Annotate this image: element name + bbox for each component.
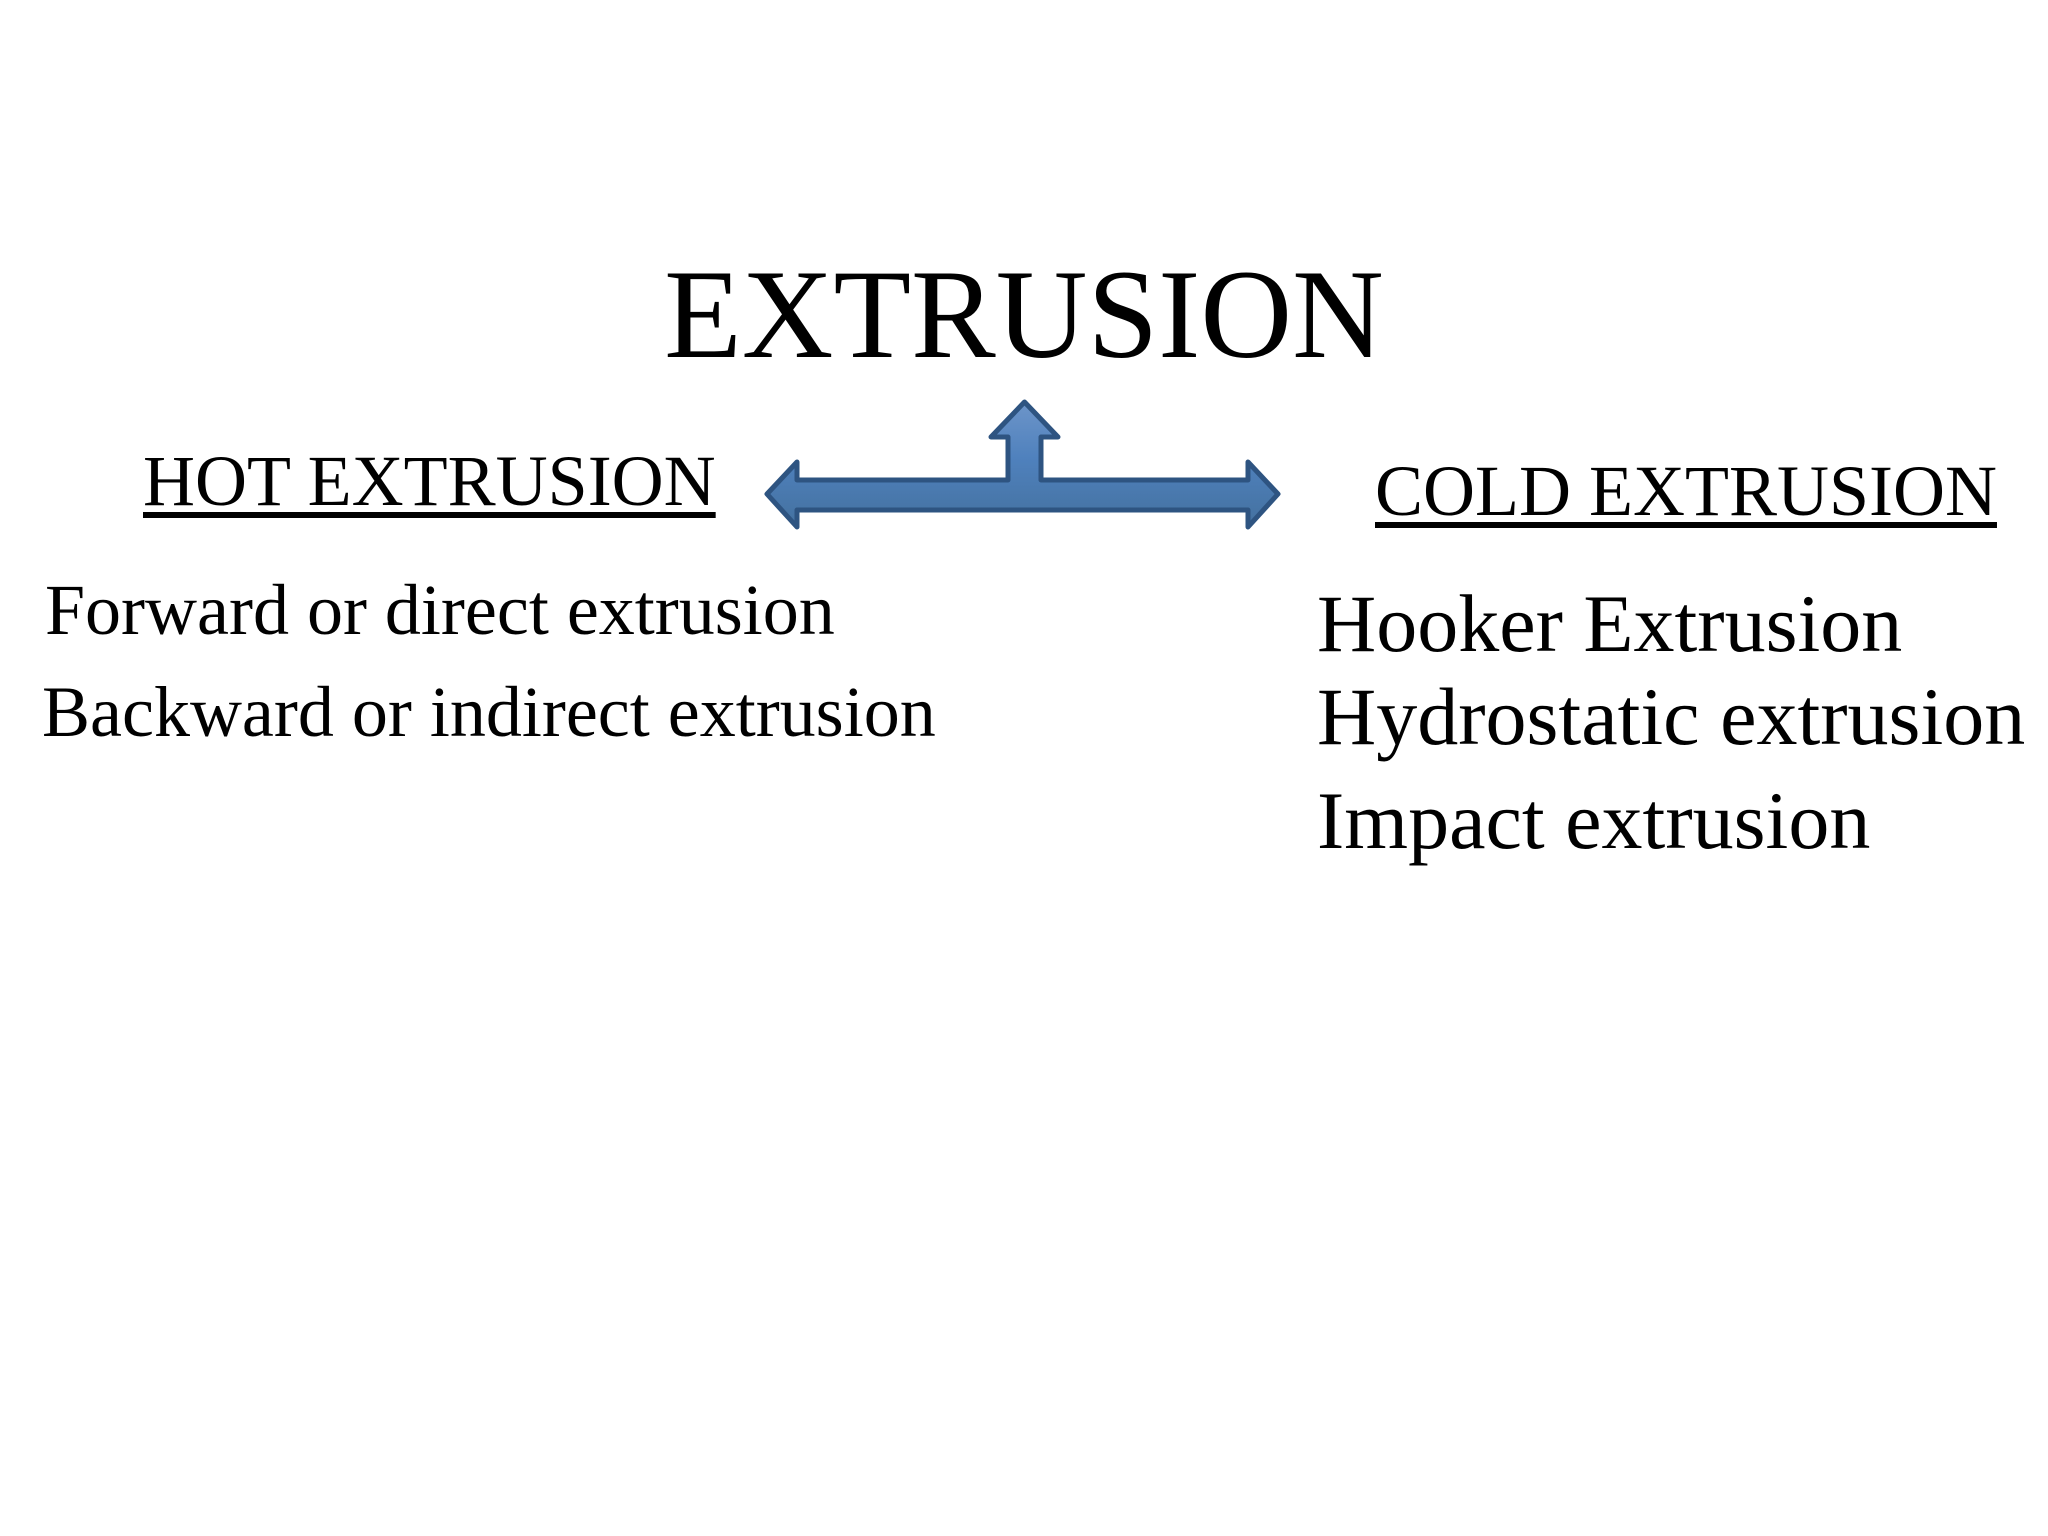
three-way-arrow-icon xyxy=(764,399,1281,530)
three-way-arrow-shape xyxy=(764,399,1281,530)
slide-title: EXTRUSION xyxy=(664,245,1384,385)
cold-extrusion-heading: COLD EXTRUSION xyxy=(1375,451,1997,531)
hot-extrusion-heading: HOT EXTRUSION xyxy=(143,441,716,521)
cold-extrusion-item: Impact extrusion xyxy=(1317,775,1871,866)
cold-extrusion-item: Hydrostatic extrusion xyxy=(1317,671,2026,762)
cold-extrusion-item: Hooker Extrusion xyxy=(1317,578,1903,669)
hot-extrusion-item: Forward or direct extrusion xyxy=(45,570,835,650)
hot-extrusion-item: Backward or indirect extrusion xyxy=(42,672,936,752)
